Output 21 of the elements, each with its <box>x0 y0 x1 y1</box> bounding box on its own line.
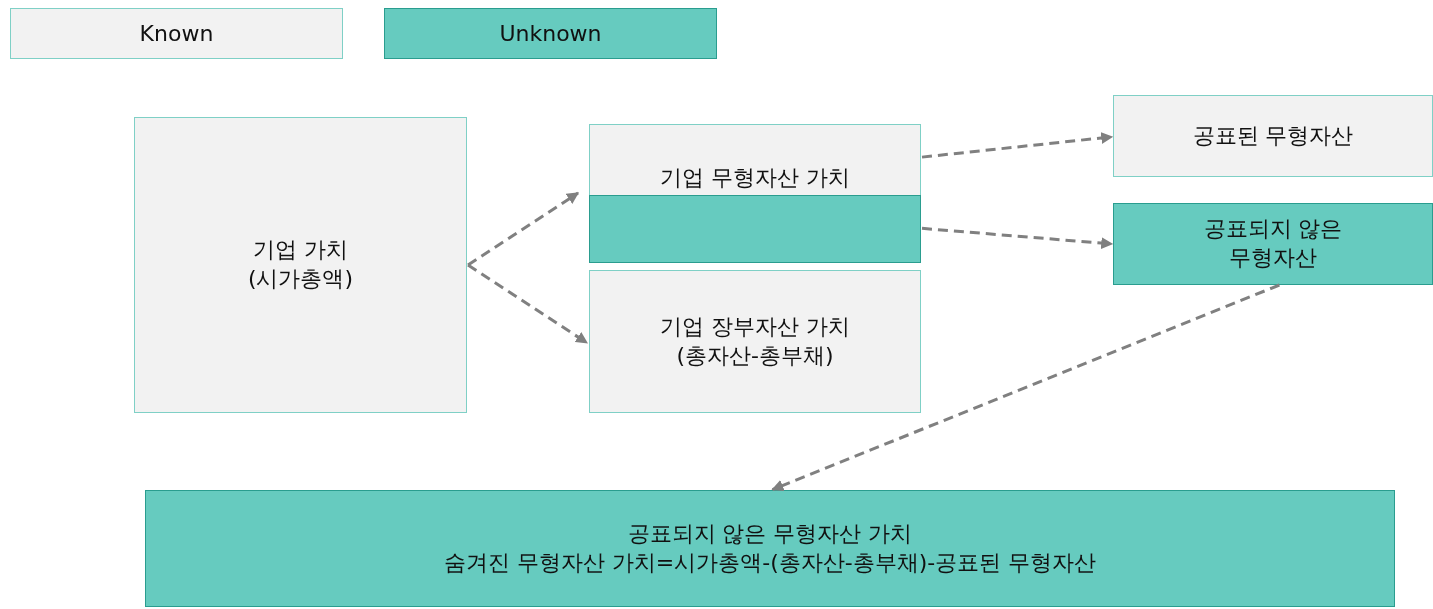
arrow <box>771 283 1280 492</box>
process-box <box>1113 95 1433 177</box>
label-text: 기업 무형자산 가치 <box>660 164 850 192</box>
process-box <box>589 270 921 413</box>
process-box <box>145 490 1395 607</box>
process-box <box>1113 203 1433 285</box>
process-box <box>589 124 921 262</box>
legend-label: Known <box>139 21 214 46</box>
label-text: 공표되지 않은 무형자산 가치 <box>627 519 913 548</box>
label-text: 기업 장부자산 가치 (총자산-총부채) <box>659 312 851 370</box>
process-box <box>134 117 467 413</box>
label-text: 숨겨진 무형자산 가치=시가총액-(총자산-총부채)-공표된 무형자산 <box>443 548 1097 577</box>
label-text: 공표되지 않은 무형자산 <box>1202 215 1344 272</box>
label-text: 공표된 무형자산 <box>1192 121 1354 150</box>
box-shape <box>589 195 921 263</box>
arrow <box>467 263 588 345</box>
arrow <box>921 226 1114 250</box>
arrow <box>921 132 1114 159</box>
legend-label: Unknown <box>499 21 602 46</box>
label-text: 기업 가치 (시가총액) <box>246 236 355 293</box>
arrow <box>467 191 580 267</box>
